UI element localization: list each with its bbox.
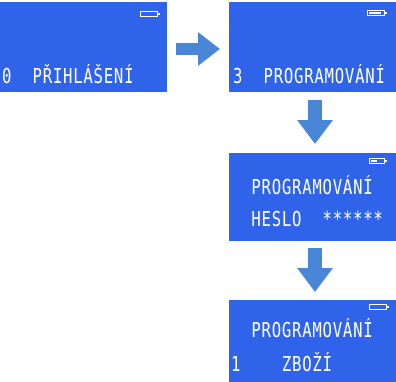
screen-line: 1 ZBOŽÍ — [231, 352, 333, 376]
lcd-screen-password: PROGRAMOVÁNÍ HESLO ****** — [229, 153, 396, 241]
battery-icon — [369, 304, 389, 310]
lcd-screen-programming: 3 PROGRAMOVÁNÍ — [229, 2, 396, 92]
battery-icon — [369, 158, 387, 164]
lcd-screen-login: 0 PŘIHLÁŠENÍ — [0, 2, 167, 92]
battery-icon — [140, 11, 160, 17]
screen-line: HESLO ****** — [231, 207, 384, 231]
screen-line: PROGRAMOVÁNÍ — [231, 175, 374, 199]
screen-line: PROGRAMOVÁNÍ — [231, 318, 374, 342]
battery-fill — [371, 160, 377, 162]
screen-line: 3 PROGRAMOVÁNÍ — [233, 64, 386, 88]
down-arrow-icon — [297, 100, 333, 144]
right-arrow-icon — [176, 32, 220, 66]
battery-icon — [367, 10, 387, 16]
battery-fill — [369, 12, 381, 14]
down-arrow-icon — [297, 248, 333, 292]
lcd-screen-goods: PROGRAMOVÁNÍ 1 ZBOŽÍ — [229, 300, 396, 382]
screen-line: 0 PŘIHLÁŠENÍ — [2, 64, 135, 88]
